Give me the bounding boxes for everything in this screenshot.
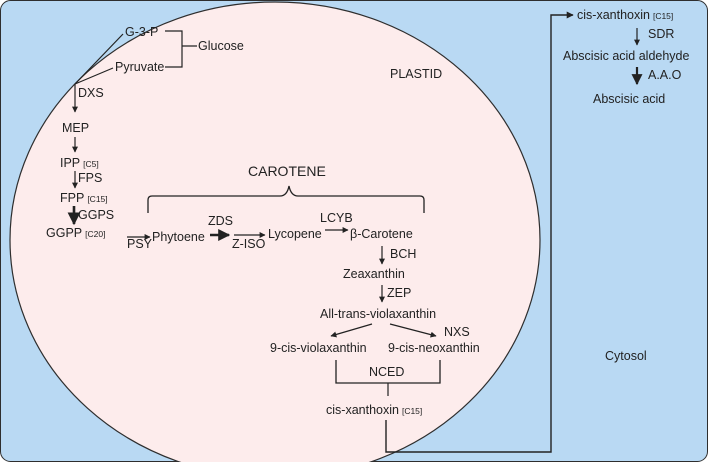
abscisic-aldehyde-label: Abscisic acid aldehyde: [563, 49, 690, 63]
g3p-label: G-3-P: [125, 25, 158, 39]
bch-enzyme: BCH: [390, 247, 416, 261]
nced-enzyme: NCED: [369, 365, 404, 379]
carotene-brace: [147, 185, 425, 213]
abscisic-acid-label: Abscisic acid: [593, 92, 665, 106]
mep-label: MEP: [62, 121, 89, 135]
phytoene-label: Phytoene: [152, 230, 205, 244]
plastid-label: PLASTID: [390, 67, 442, 81]
aao-enzyme: A.A.O: [648, 68, 682, 82]
psy-enzyme: PSY: [127, 237, 153, 251]
cytosol-label: Cytosol: [605, 349, 647, 363]
g3p-to-dxs-line: [74, 33, 124, 85]
zds-enzyme: ZDS: [208, 214, 233, 228]
ziso-enzyme: Z-ISO: [232, 237, 266, 251]
plastid-region: [9, 1, 541, 462]
cis-neoxanthin-label: 9-cis-neoxanthin: [388, 341, 480, 355]
dxs-enzyme: DXS: [78, 86, 104, 100]
ipp-label: IPP[C5]: [60, 156, 99, 170]
cis-xanthoxin-cytosol-label: cis-xanthoxin[C15]: [577, 8, 673, 22]
lycopene-label: Lycopene: [268, 227, 322, 241]
to-cis-neoxanthin-arrow: [389, 323, 437, 338]
nxs-enzyme: NXS: [444, 325, 470, 339]
all-trans-violaxanthin-label: All-trans-violaxanthin: [320, 307, 436, 321]
glucose-bracket: [165, 30, 197, 68]
export-to-cytosol-arrow: [385, 11, 574, 453]
pyruvate-label: Pyruvate: [115, 60, 164, 74]
lcyb-enzyme: LCYB: [320, 211, 353, 225]
ggpp-label: GGPP[C20]: [46, 226, 105, 240]
pyruvate-to-dxs-line: [74, 67, 114, 85]
carotene-group-label: CAROTENE: [248, 163, 326, 179]
glucose-label: Glucose: [198, 39, 244, 53]
fpp-label: FPP[C15]: [60, 191, 108, 205]
fps-enzyme: FPS: [78, 171, 102, 185]
cis-xanthoxin-plastid-label: cis-xanthoxin[C15]: [326, 403, 422, 417]
zep-enzyme: ZEP: [387, 286, 411, 300]
beta-carotene-label: β-Carotene: [350, 227, 413, 241]
cis-violaxanthin-label: 9-cis-violaxanthin: [270, 341, 367, 355]
sdr-enzyme: SDR: [648, 27, 674, 41]
ggps-enzyme: GGPS: [78, 208, 114, 222]
to-cis-violaxanthin-arrow: [330, 323, 373, 338]
zeaxanthin-label: Zeaxanthin: [343, 267, 405, 281]
